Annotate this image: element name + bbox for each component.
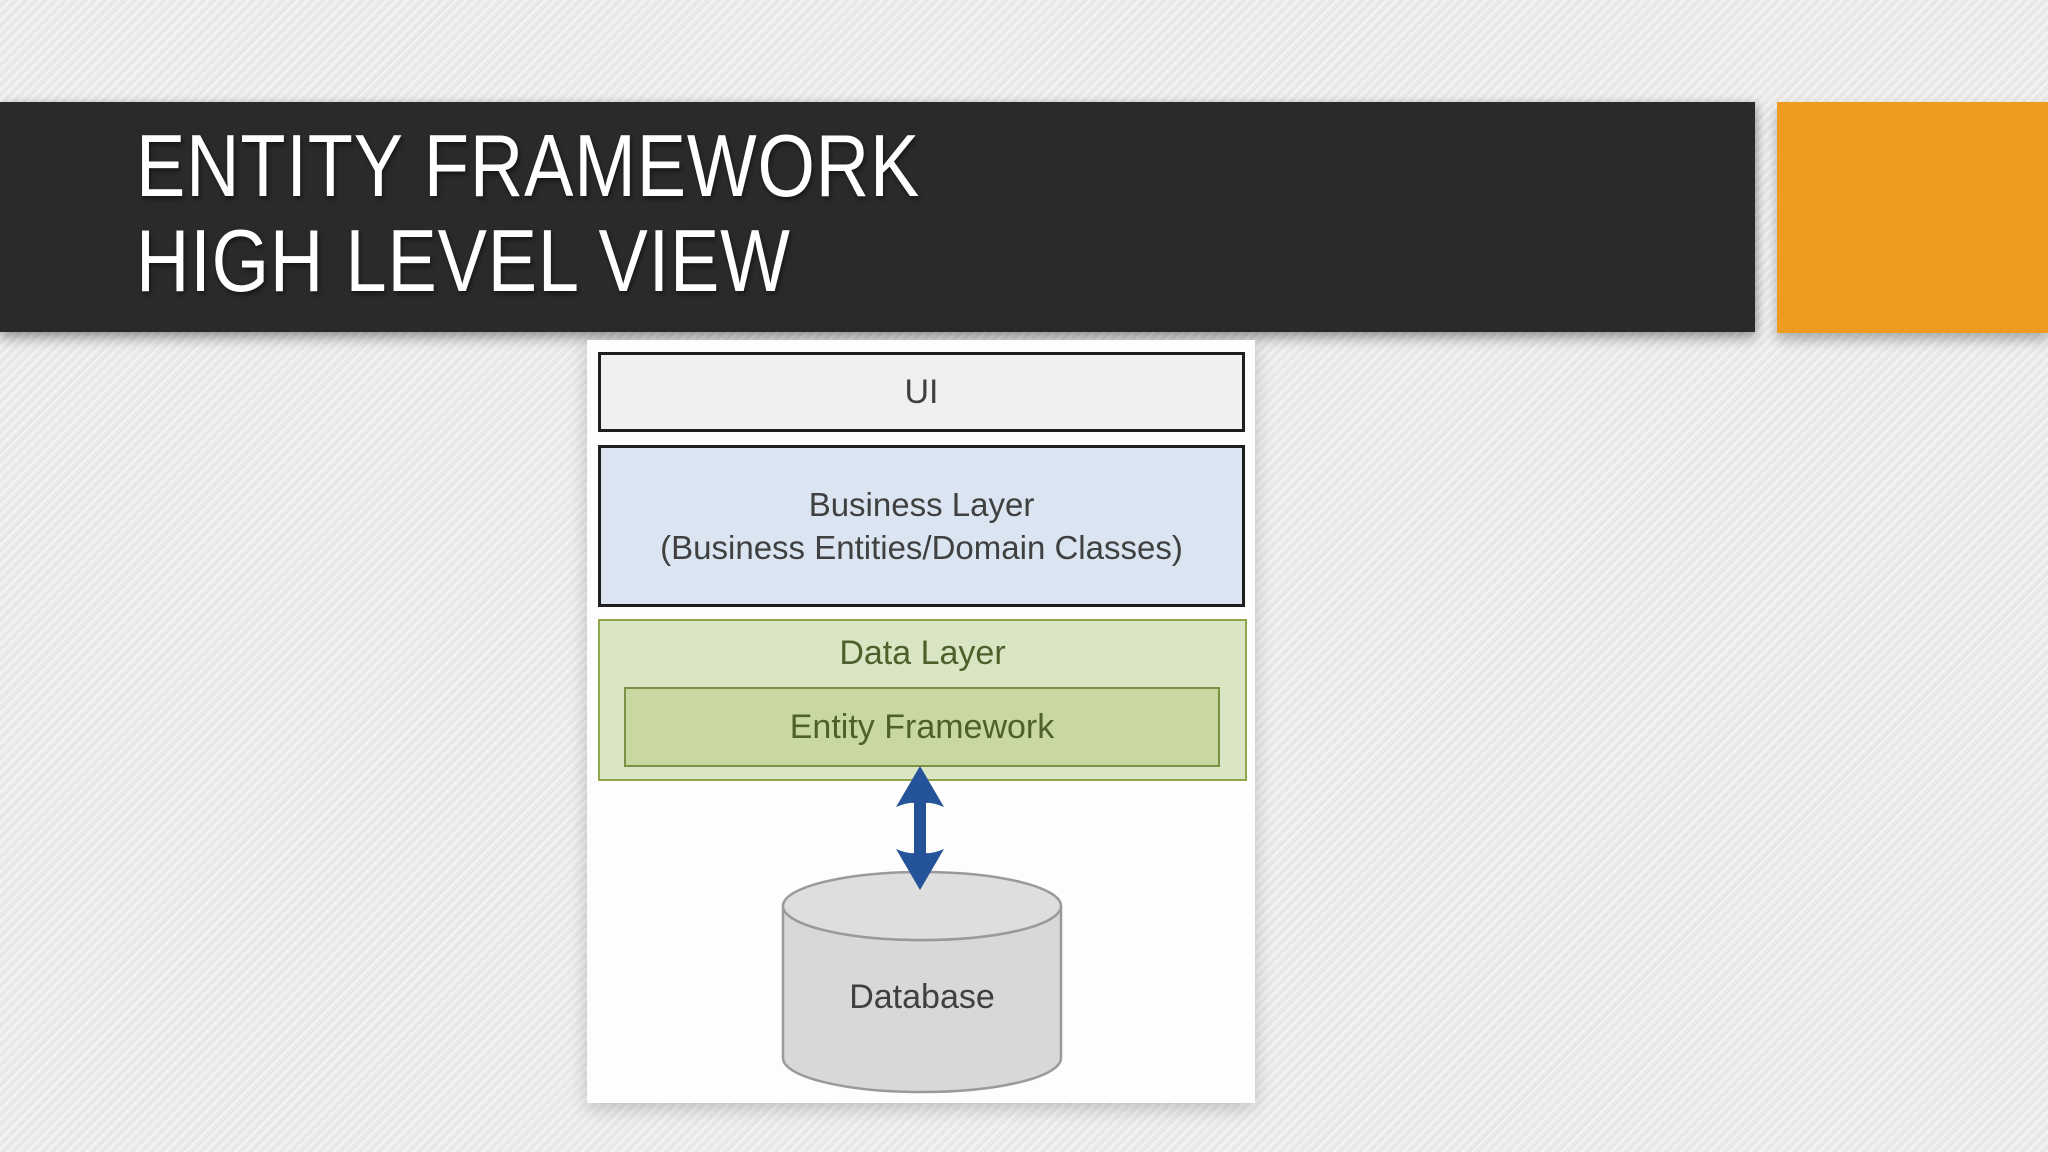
entity-framework-box: Entity Framework xyxy=(624,687,1220,767)
diagram-panel: UI Business Layer (Business Entities/Dom… xyxy=(587,340,1255,1103)
data-layer-box: Data Layer Entity Framework xyxy=(598,619,1247,781)
accent-square xyxy=(1777,102,2048,333)
title-banner: ENTITY FRAMEWORK HIGH LEVEL VIEW xyxy=(0,102,1755,332)
business-layer-label: Business Layer xyxy=(808,486,1035,523)
ui-layer-label: UI xyxy=(904,372,939,411)
entity-framework-label: Entity Framework xyxy=(789,707,1055,746)
business-layer-sublabel: (Business Entities/Domain Classes) xyxy=(660,529,1183,566)
bidirectional-arrow-icon xyxy=(896,766,944,890)
slide-title-line-2: HIGH LEVEL VIEW xyxy=(136,211,791,310)
ui-layer-box: UI xyxy=(598,352,1245,432)
slide-title-line-1: ENTITY FRAMEWORK xyxy=(136,116,921,215)
database-label: Database xyxy=(849,977,995,1016)
business-layer-box: Business Layer (Business Entities/Domain… xyxy=(598,445,1245,607)
data-layer-label: Data Layer xyxy=(839,633,1006,672)
